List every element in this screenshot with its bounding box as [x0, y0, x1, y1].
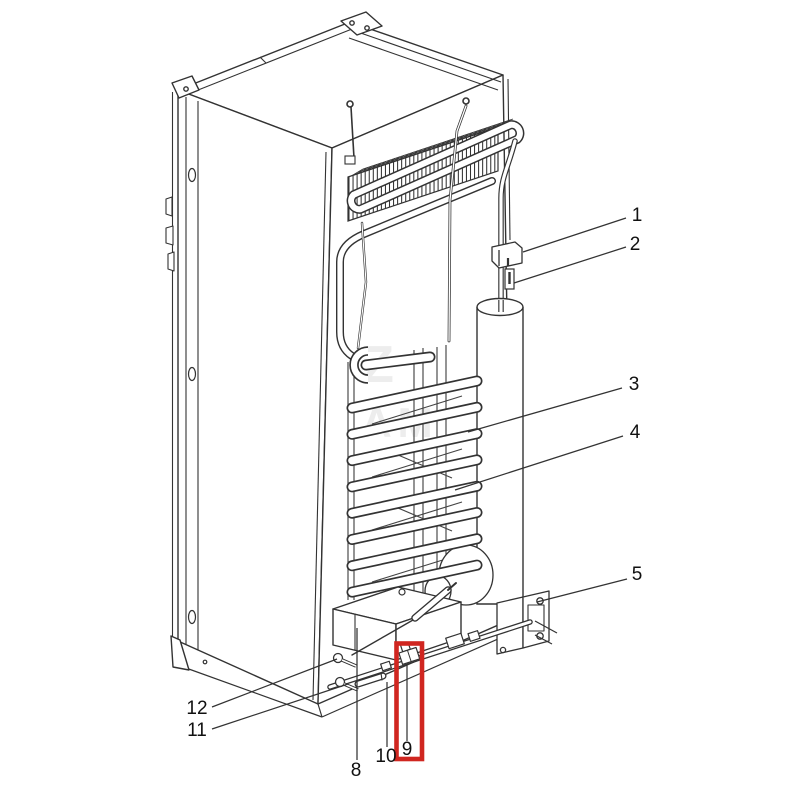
- callout-8[interactable]: 8: [351, 760, 362, 781]
- part-10-jet: [354, 672, 387, 688]
- callout-2[interactable]: 2: [630, 234, 641, 255]
- leader-2: [513, 246, 627, 284]
- absorber-coil: [346, 346, 483, 598]
- callout-9[interactable]: 9: [402, 739, 413, 760]
- condenser-pipes: [336, 104, 518, 360]
- flue-bracket: [496, 590, 558, 655]
- tank-cylinder: [476, 297, 524, 605]
- burner-box: [332, 586, 462, 661]
- leader-1: [522, 217, 627, 253]
- callout-11[interactable]: 11: [187, 720, 207, 741]
- cabinet-foot: [170, 635, 190, 671]
- callout-5[interactable]: 5: [632, 564, 643, 585]
- burner-tube: [327, 619, 533, 690]
- leader-11: [211, 683, 349, 730]
- leader-5: [536, 578, 628, 603]
- hinge-plate-rear: [340, 11, 383, 36]
- callout-1[interactable]: 1: [632, 205, 643, 226]
- leader-4: [454, 435, 624, 491]
- leader-12: [211, 658, 338, 708]
- callout-10[interactable]: 10: [375, 746, 396, 767]
- callout-12[interactable]: 12: [186, 698, 207, 719]
- callout-3[interactable]: 3: [629, 374, 640, 395]
- callout-4[interactable]: 4: [630, 422, 641, 443]
- callout-numbers: 1 2 3 4 5 8 9 10 11 12: [186, 205, 642, 781]
- leader-3: [467, 387, 623, 433]
- part-1-valve-clip: [491, 241, 523, 269]
- burner-assembly: [327, 582, 558, 692]
- part-2-element: [504, 268, 515, 290]
- callout-leaders: [211, 217, 628, 760]
- tube-fittings: [380, 630, 481, 672]
- cabinet-side-panel: [177, 89, 333, 705]
- condenser: [344, 97, 525, 222]
- highlight-box: [394, 641, 425, 762]
- electrode: [351, 582, 457, 656]
